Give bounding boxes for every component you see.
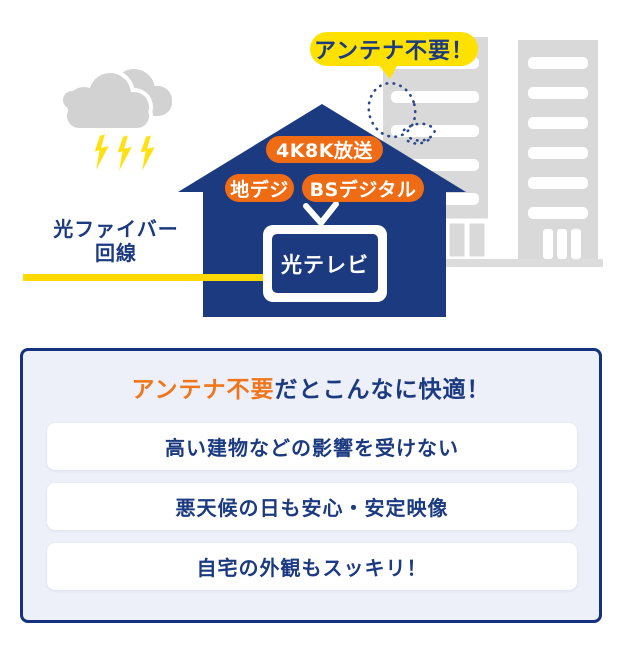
card-title: アンテナ不要だとこんなに快適！ bbox=[47, 373, 575, 407]
benefit-item: 高い建物などの影響を受けない bbox=[47, 423, 577, 470]
scene-illustration bbox=[63, 37, 603, 317]
tv-antenna-icon bbox=[303, 201, 339, 228]
fiber-line-label: 光ファイバー 回線 bbox=[28, 217, 204, 265]
card-title-highlight: アンテナ不要 bbox=[131, 377, 275, 403]
cloud-front-icon bbox=[63, 73, 149, 128]
speech-bubble-tail bbox=[376, 62, 399, 79]
speech-bubble: アンテナ不要！ bbox=[310, 32, 478, 79]
lightning-icon bbox=[94, 134, 155, 171]
benefit-text: 悪天候の日も安心・安定映像 bbox=[175, 496, 449, 520]
fiber-line-label-line1: 光ファイバー bbox=[53, 217, 179, 241]
fiber-line-label-line2: 回線 bbox=[95, 241, 137, 265]
badge-chideji: 地デジ bbox=[225, 174, 294, 202]
tv-icon: 光テレビ bbox=[263, 225, 387, 302]
benefit-item: 自宅の外観もスッキリ！ bbox=[47, 543, 577, 590]
card-title-rest: だとこんなに快適！ bbox=[274, 377, 491, 403]
benefit-text: 自宅の外観もスッキリ！ bbox=[196, 556, 428, 580]
tv-screen-label: 光テレビ bbox=[272, 234, 378, 293]
speech-bubble-label: アンテナ不要！ bbox=[313, 39, 475, 64]
building-right-icon bbox=[518, 40, 598, 259]
badge-4k8k: 4K8K放送 bbox=[266, 136, 383, 163]
antenna-free-illustration: 光ファイバー 回線 光テレビ 4K8K放送 地デジ BSデジタル アンテナ不要！ bbox=[23, 32, 603, 317]
benefit-text: 高い建物などの影響を受けない bbox=[165, 436, 459, 460]
fiber-line bbox=[23, 274, 268, 281]
badge-bs-digital: BSデジタル bbox=[302, 174, 424, 202]
benefit-item: 悪天候の日も安心・安定映像 bbox=[47, 483, 577, 530]
benefits-card: アンテナ不要だとこんなに快適！ 高い建物などの影響を受けない 悪天候の日も安心・… bbox=[20, 348, 602, 623]
ground-line bbox=[446, 259, 603, 267]
antenna-ghost-icon bbox=[367, 81, 436, 145]
